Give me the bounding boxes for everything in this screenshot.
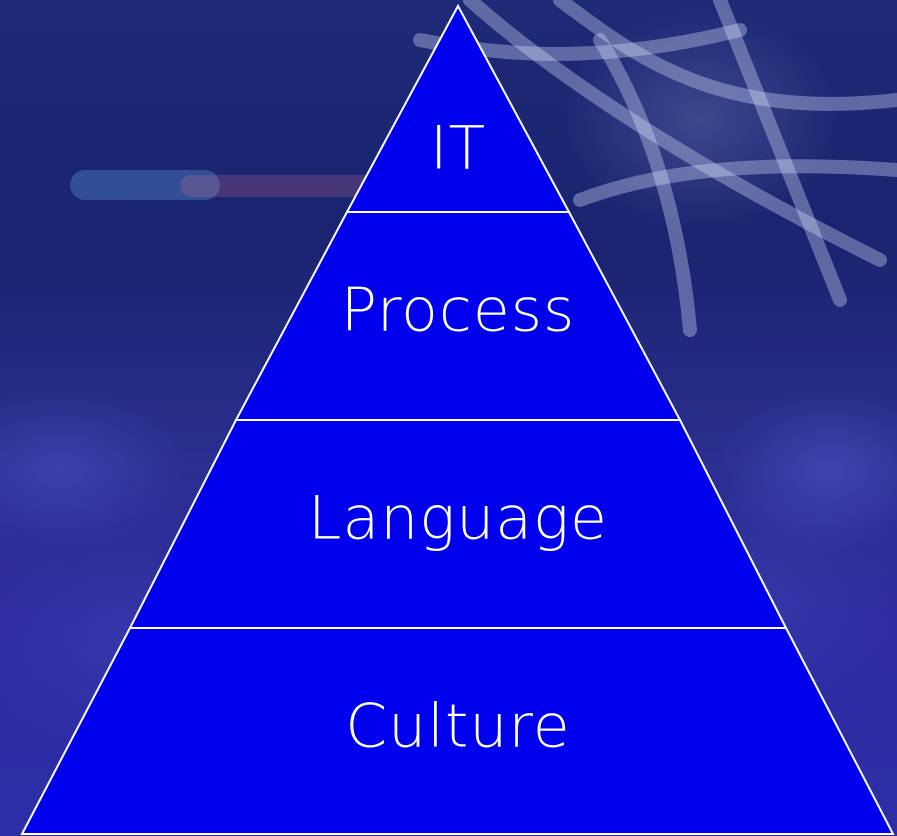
- pyramid-tier-culture: [20, 627, 895, 835]
- tier-label-culture: Culture: [345, 692, 570, 762]
- tier-label-process: Process: [341, 276, 576, 346]
- tier-label-language: Language: [308, 484, 608, 554]
- tier-label-it: IT: [430, 114, 486, 184]
